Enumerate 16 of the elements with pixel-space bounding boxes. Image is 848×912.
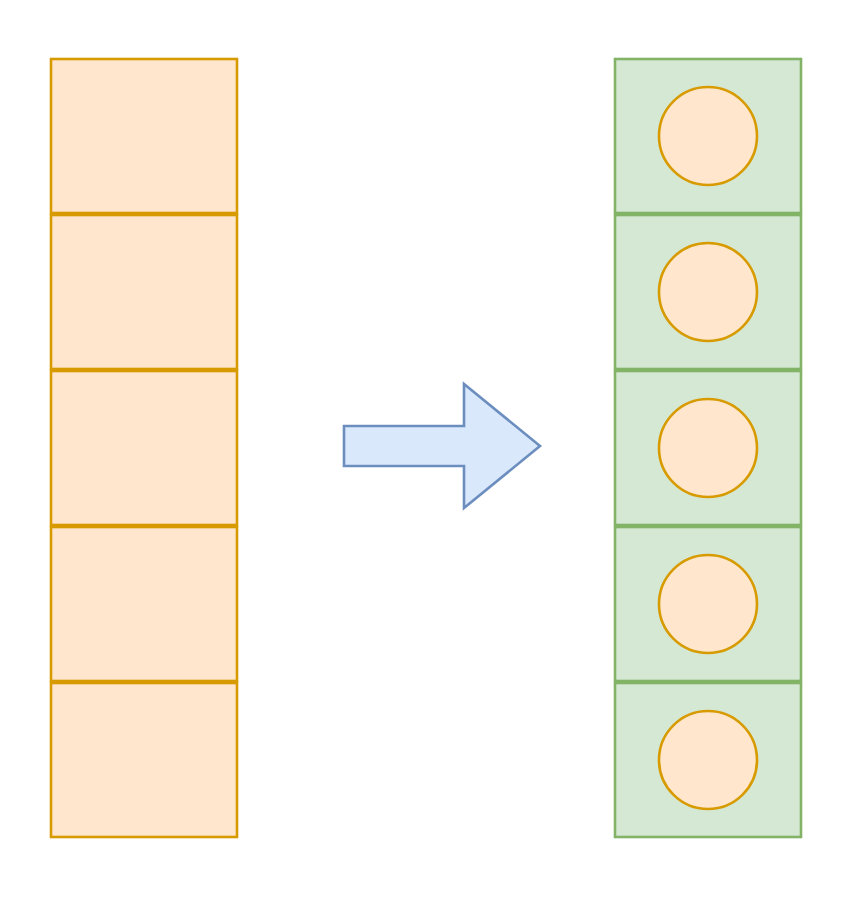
square-box bbox=[614, 58, 802, 214]
square-box bbox=[50, 682, 238, 838]
square-box bbox=[50, 526, 238, 682]
square-box bbox=[614, 370, 802, 526]
circle bbox=[658, 554, 758, 654]
circle bbox=[658, 710, 758, 810]
square-box bbox=[50, 214, 238, 370]
circle bbox=[658, 398, 758, 498]
circle bbox=[658, 242, 758, 342]
square-box bbox=[614, 682, 802, 838]
block-arrow bbox=[342, 382, 542, 510]
square-box bbox=[614, 526, 802, 682]
square-box bbox=[50, 58, 238, 214]
circle bbox=[658, 86, 758, 186]
square-box bbox=[614, 214, 802, 370]
square-box bbox=[50, 370, 238, 526]
